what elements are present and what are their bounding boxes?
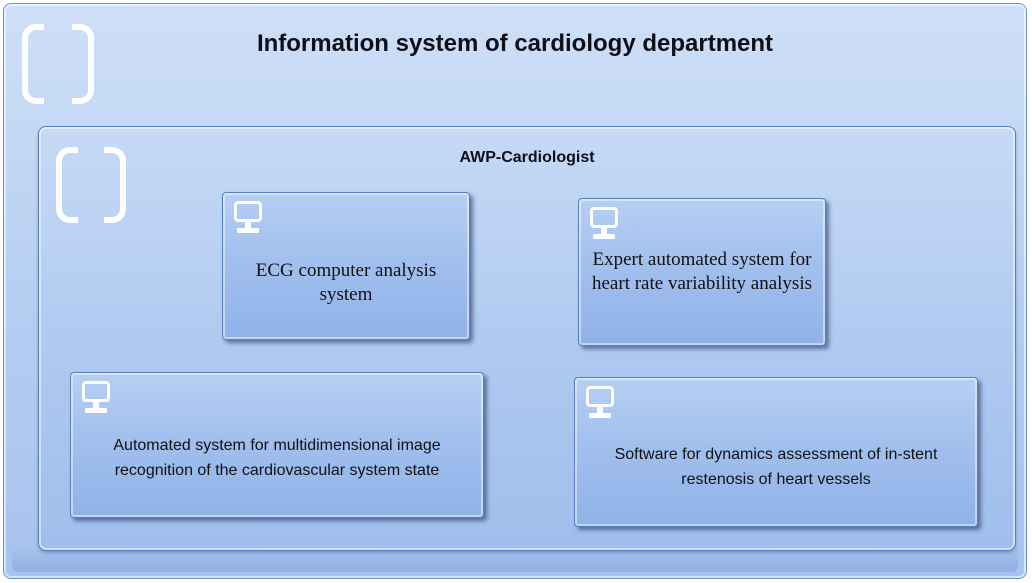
node-restenosis-software: Software for dynamics assessment of in-s…	[574, 377, 978, 527]
node-hrv-expert-system: Expert automated system for heart rate v…	[578, 198, 826, 346]
monitor-icon	[590, 207, 620, 241]
monitor-icon	[234, 201, 264, 235]
component-icon	[22, 24, 94, 104]
node-label: Software for dynamics assessment of in-s…	[614, 446, 938, 488]
node-ecg-analysis: ECG computer analysis system	[222, 192, 470, 340]
monitor-icon	[586, 386, 616, 420]
node-label: Expert automated system for heart rate v…	[592, 249, 812, 294]
node-image-recognition: Automated system for multidimensional im…	[70, 372, 484, 518]
component-icon	[56, 147, 126, 223]
node-label: Automated system for multidimensional im…	[113, 437, 441, 479]
monitor-icon	[82, 381, 112, 415]
node-label: ECG computer analysis system	[255, 260, 437, 305]
component-title: AWP-Cardiologist	[459, 149, 595, 166]
system-title: Information system of cardiology departm…	[256, 30, 774, 57]
